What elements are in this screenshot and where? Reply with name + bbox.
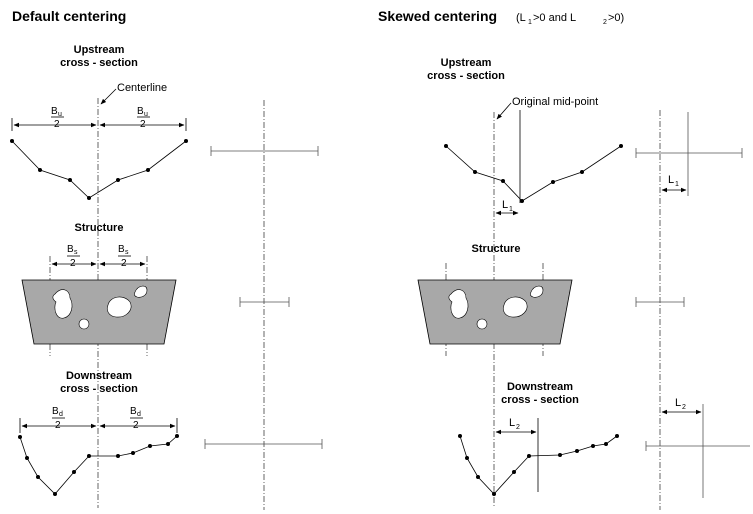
- svg-text:d: d: [137, 411, 141, 418]
- right-upstream-points: [444, 144, 623, 203]
- svg-text:2: 2: [121, 258, 127, 269]
- left-downstream-title-line2: cross - section: [60, 383, 138, 395]
- left-upstream-points: [10, 139, 188, 200]
- left-structure-shape: [21, 279, 177, 345]
- svg-text:L: L: [675, 397, 681, 409]
- skewed-condition: (L 1 >0 and L 2 >0): [516, 12, 624, 26]
- svg-text:d: d: [59, 411, 63, 418]
- svg-text:u: u: [144, 111, 148, 118]
- centerline-label: Centerline: [117, 82, 167, 94]
- right-structure-shape: [417, 279, 573, 345]
- right-upstream-title-line1: Upstream: [441, 57, 492, 69]
- left-downstream-profile: [19, 435, 178, 495]
- svg-text:2: 2: [682, 404, 686, 411]
- centerline-leader: [100, 88, 117, 105]
- svg-text:2: 2: [133, 420, 139, 431]
- skewed-centering-title: Skewed centering: [378, 8, 497, 24]
- svg-text:B: B: [118, 244, 125, 255]
- svg-text:1: 1: [509, 206, 513, 213]
- svg-text:2: 2: [140, 119, 146, 130]
- svg-text:>0): >0): [608, 12, 624, 24]
- svg-text:>0 and L: >0 and L: [533, 12, 576, 24]
- bu-half-label-left: B u 2: [51, 106, 64, 130]
- right-structure-title: Structure: [472, 243, 521, 255]
- left-downstream-points: [18, 434, 179, 496]
- right-downstream-points: [458, 434, 619, 496]
- svg-text:1: 1: [675, 181, 679, 188]
- right-upstream-profile: [445, 145, 622, 202]
- svg-text:(L: (L: [516, 12, 526, 24]
- svg-text:B: B: [52, 406, 59, 417]
- svg-text:2: 2: [603, 19, 607, 26]
- l1-label: L 1: [502, 199, 513, 213]
- right-plan-upstream-bar: [635, 112, 743, 196]
- svg-text:2: 2: [70, 258, 76, 269]
- right-plan-structure-bar: [635, 297, 685, 307]
- svg-text:L: L: [668, 174, 674, 186]
- svg-text:u: u: [58, 111, 62, 118]
- svg-text:B: B: [67, 244, 74, 255]
- svg-text:2: 2: [54, 119, 60, 130]
- original-midpoint-label: Original mid-point: [512, 96, 598, 108]
- right-plan-downstream-bar: [645, 404, 750, 498]
- svg-text:L: L: [502, 199, 508, 211]
- l2-label: L 2: [509, 417, 520, 431]
- bs-half-label-right: B s 2: [118, 244, 131, 269]
- right-downstream-title-line2: cross - section: [501, 394, 579, 406]
- svg-text:B: B: [130, 406, 137, 417]
- right-downstream-title-line1: Downstream: [507, 381, 573, 393]
- svg-text:L: L: [509, 417, 515, 429]
- left-upstream-title-line2: cross - section: [60, 57, 138, 69]
- left-upstream-title-line1: Upstream: [74, 44, 125, 56]
- left-plan-downstream-bar: [204, 439, 323, 449]
- svg-text:B: B: [137, 106, 144, 117]
- svg-text:2: 2: [55, 420, 61, 431]
- bd-half-label-left: B d 2: [52, 406, 65, 431]
- svg-text:s: s: [125, 249, 129, 256]
- svg-text:2: 2: [516, 424, 520, 431]
- bd-half-label-right: B d 2: [130, 406, 143, 431]
- left-downstream-title-line1: Downstream: [66, 370, 132, 382]
- left-plan-structure-bar: [239, 297, 290, 307]
- right-upstream-title-line2: cross - section: [427, 70, 505, 82]
- plan-l1-label: L 1: [668, 174, 679, 188]
- svg-text:B: B: [51, 106, 58, 117]
- left-plan-upstream-bar: [210, 146, 319, 156]
- svg-text:1: 1: [528, 19, 532, 26]
- default-centering-title: Default centering: [12, 8, 126, 24]
- left-structure-title: Structure: [75, 222, 124, 234]
- bs-half-label-left: B s 2: [67, 244, 80, 269]
- bu-half-label-right: B u 2: [137, 106, 150, 130]
- svg-text:s: s: [74, 249, 78, 256]
- plan-l2-label: L 2: [675, 397, 686, 411]
- midpoint-leader: [496, 102, 512, 120]
